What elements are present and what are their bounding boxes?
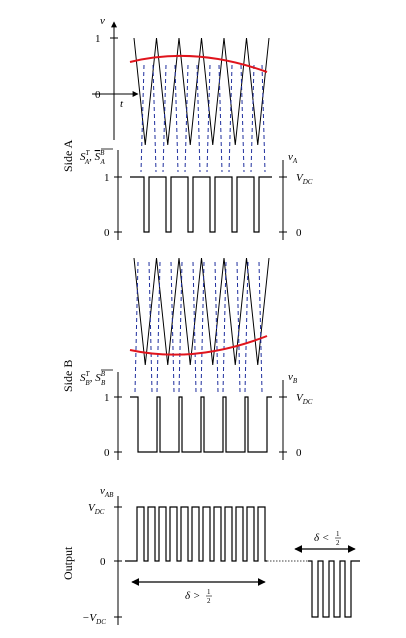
crossing-dash	[140, 64, 145, 173]
carrier-triangle	[133, 257, 270, 366]
side-a-axis-v-label: v	[100, 15, 105, 27]
output-panel: vAB VDC 0 −VDC δ > 1 2 δ < 1 2	[82, 485, 360, 626]
side-a-tick-0-label: 0	[95, 89, 101, 101]
side-a-right-label: vA	[288, 151, 298, 165]
side-b-level-0-label: 0	[104, 447, 110, 459]
crossing-dash	[178, 261, 183, 393]
crossing-dash	[200, 261, 205, 393]
side-b-carrier-panel	[129, 257, 270, 393]
crossing-dash	[240, 64, 245, 173]
crossing-dash	[244, 261, 249, 393]
output-positive-pulses	[125, 506, 267, 562]
side-a-level-0-label: 0	[104, 227, 110, 239]
side-a-level-1-label: 1	[104, 172, 110, 184]
output-row-label: Output	[61, 546, 75, 580]
side-a-switch-waveform	[130, 176, 272, 233]
side-b-carrier-wave	[133, 257, 270, 366]
side-a-tick-1-label: 1	[95, 33, 101, 45]
side-a-row-label: Side A	[61, 139, 75, 172]
crossing-dash	[192, 261, 197, 393]
side-a-axis-t-label: t	[120, 98, 124, 110]
output-zero-label: 0	[100, 556, 106, 568]
side-a-reference-signal	[129, 54, 268, 73]
side-b-switch-waveform	[130, 396, 272, 453]
side-b-crossing-markers	[134, 261, 263, 393]
side-b-row-label: Side B	[61, 360, 75, 392]
crossing-dash	[162, 64, 167, 173]
output-vdc-label: VDC	[88, 502, 105, 516]
crossing-dash	[170, 261, 175, 393]
crossing-dash	[174, 64, 179, 173]
side-b-right-zero: 0	[296, 447, 302, 459]
crossing-dash	[250, 64, 255, 173]
crossing-dash	[196, 64, 201, 173]
delta-lt-half-den: 2	[336, 539, 340, 547]
crossing-dash	[148, 261, 153, 393]
output-negative-pulses	[308, 560, 360, 618]
side-a-right-vdc: VDC	[296, 172, 313, 186]
crossing-dash	[134, 261, 139, 393]
carrier-triangle	[133, 37, 270, 146]
crossing-dash	[222, 261, 227, 393]
delta-gt-label: δ >	[185, 590, 200, 602]
output-axis-label: vAB	[100, 485, 114, 499]
side-b-right-label: vB	[288, 371, 298, 385]
side-a-crossing-markers	[140, 64, 266, 173]
delta-lt-half-num: 1	[336, 530, 340, 538]
side-a-right-zero: 0	[296, 227, 302, 239]
crossing-dash	[218, 64, 223, 173]
crossing-dash	[228, 64, 233, 173]
delta-gt-half-den: 2	[207, 597, 211, 605]
side-a-carrier-wave	[133, 37, 270, 146]
side-b-right-vdc: VDC	[296, 392, 313, 406]
delta-lt-label: δ <	[314, 532, 329, 544]
crossing-dash	[258, 261, 263, 393]
output-neg-vdc-label: −VDC	[82, 612, 106, 626]
side-a-carrier-panel: v 1 0 t	[92, 15, 270, 173]
crossing-dash	[261, 64, 266, 173]
crossing-dash	[206, 64, 211, 173]
crossing-dash	[236, 261, 241, 393]
crossing-dash	[156, 261, 161, 393]
crossing-dash	[214, 261, 219, 393]
side-b-reference-signal	[129, 335, 268, 356]
delta-gt-half-num: 1	[207, 588, 211, 596]
crossing-dash	[184, 64, 189, 173]
crossing-dash	[152, 64, 157, 173]
side-b-level-1-label: 1	[104, 392, 110, 404]
